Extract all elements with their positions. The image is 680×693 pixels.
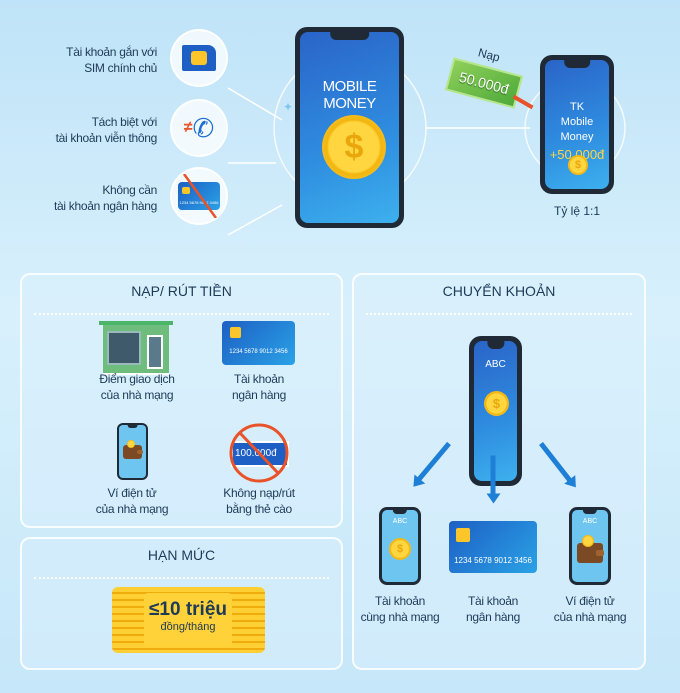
shop-icon <box>99 321 173 377</box>
divider <box>34 577 329 579</box>
account-phone: TK Mobile Money +50.000đ $ <box>540 55 614 194</box>
panel-title: NẠP/ RÚT TIỀN <box>131 283 232 299</box>
account-amount: +50.000đ <box>545 147 609 162</box>
feature-line: Không cần <box>102 183 157 197</box>
coin-symbol: $ <box>344 127 364 166</box>
feature-label-separate: Tách biệt với tài khoản viễn thông <box>20 114 158 146</box>
label-line: cùng nhà mạng <box>360 610 440 624</box>
transfer-panel: CHUYỂN KHOẢN ABC $ ABC $ 1234 5678 9012 34… <box>352 273 646 670</box>
no-scratch-card-icon: 100.000đ <box>225 421 295 485</box>
coin-icon: $ <box>389 538 411 560</box>
panel-title: CHUYỂN KHOẢN <box>442 283 556 299</box>
account-label: Mobile Money <box>560 116 594 143</box>
sim-card-icon <box>170 29 228 87</box>
phone-not-equal-icon: ≠✆ <box>170 99 228 157</box>
carrier-name: ABC <box>392 518 408 525</box>
feature-line: Tách biệt với <box>91 115 158 129</box>
crossed-bank-card-icon: 1234 5678 9012 3456 <box>170 167 228 225</box>
label-line: của nhà mạng <box>95 502 169 516</box>
label-line: Ví điện tử <box>107 486 157 500</box>
card-number: 1234 5678 9012 3456 <box>229 349 288 355</box>
label-line: Tài khoản <box>375 594 425 608</box>
arrow-down-right-icon <box>539 441 574 485</box>
label-line: Ví điện tử <box>565 594 615 608</box>
label-line: Tài khoản <box>234 372 284 386</box>
mobile-money-title: MOBILE MONEY <box>322 78 377 112</box>
limit-panel: HẠN MỨC ≤10 triệu đồng/tháng <box>20 537 343 670</box>
coin-symbol: $ <box>574 159 582 171</box>
limit-amount: ≤10 triệu <box>148 599 227 620</box>
item-label: Tài khoản ngân hàng <box>199 371 319 403</box>
item-label: Không nạp/rút bằng thẻ cào <box>199 485 319 517</box>
target-label: Tài khoản ngân hàng <box>433 593 553 625</box>
label-line: ngân hàng <box>465 610 521 624</box>
carrier-name: ABC <box>485 359 506 370</box>
coin-icon <box>582 535 594 547</box>
source-phone: ABC $ <box>469 336 522 486</box>
label-line: của nhà mạng <box>553 610 627 624</box>
e-wallet-phone-icon <box>117 423 148 480</box>
label-line: bằng thẻ cào <box>226 502 292 516</box>
coin-stacks-icon: ≤10 triệu đồng/tháng <box>112 587 265 653</box>
coin-icon: $ <box>568 155 588 175</box>
feature-line: SIM chính chủ <box>84 61 157 75</box>
bank-card-icon: 1234 5678 9012 3456 <box>449 521 537 573</box>
target-wallet-phone: ABC <box>569 507 611 585</box>
item-label: Ví điện tử của nhà mạng <box>72 485 192 517</box>
feature-line: Tài khoản gắn với <box>66 45 157 59</box>
bank-card-icon: 1234 5678 9012 3456 <box>222 321 295 365</box>
banknote-amount: 50.000đ <box>457 68 511 98</box>
limit-unit: đồng/tháng <box>160 621 216 633</box>
divider <box>34 313 329 315</box>
sparkle-icon: ✦ <box>283 100 294 114</box>
deposit-withdraw-panel: NẠP/ RÚT TIỀN Điểm giao dịch của nhà mạng… <box>20 273 343 528</box>
item-label: Điểm giao dịch của nhà mạng <box>77 371 197 403</box>
panel-title: HẠN MỨC <box>147 547 216 563</box>
divider <box>366 313 632 315</box>
card-number: 1234 5678 9012 3456 <box>179 200 219 205</box>
coin-icon: $ <box>322 115 386 179</box>
target-label: Tài khoản cùng nhà mạng <box>340 593 460 625</box>
target-phone: ABC $ <box>379 507 421 585</box>
ratio-label: Tỷ lệ 1:1 <box>553 204 601 218</box>
feature-label-no-bank: Không cần tài khoản ngân hàng <box>20 182 157 214</box>
target-label: Ví điện tử của nhà mạng <box>530 593 650 625</box>
arrow-down-left-icon <box>414 441 451 484</box>
account-label: TK <box>569 101 585 113</box>
feature-line: tài khoản viễn thông <box>55 131 158 145</box>
coin-icon: $ <box>484 391 509 416</box>
label-line: của nhà mạng <box>100 388 174 402</box>
wallet-icon <box>577 543 604 563</box>
arrow-down-icon <box>490 455 496 498</box>
feature-line: tài khoản ngân hàng <box>53 199 157 213</box>
coin-icon <box>127 440 135 448</box>
wallet-icon <box>123 445 143 459</box>
label-line: Tài khoản <box>468 594 518 608</box>
label-line: ngân hàng <box>231 388 287 402</box>
card-number: 1234 5678 9012 3456 <box>454 556 532 565</box>
label-line: Không nạp/rút <box>223 486 295 500</box>
label-line: Điểm giao dịch <box>99 372 175 386</box>
main-phone: MOBILE MONEY $ <box>295 27 404 228</box>
carrier-name: ABC <box>582 518 598 525</box>
